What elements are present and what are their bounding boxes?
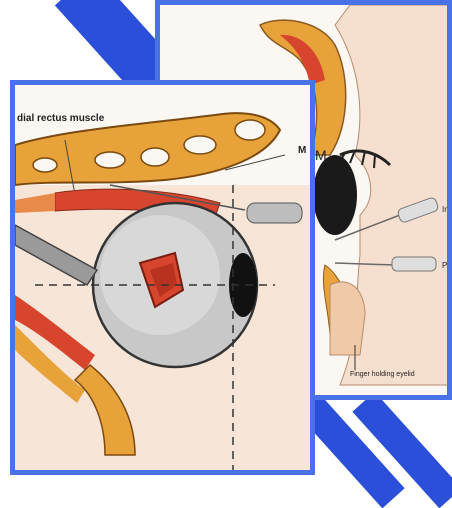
back-top-partial-label: M xyxy=(315,147,327,163)
front-side-partial-label: M xyxy=(298,145,306,156)
front-illustration-card: dial rectus muscle M xyxy=(10,80,315,475)
back-syringe-1-partial-label: In xyxy=(442,205,449,214)
front-illustration xyxy=(15,85,315,475)
muscle-label: dial rectus muscle xyxy=(17,113,104,124)
finger-caption-label: Finger holding eyelid xyxy=(350,371,415,378)
back-syringe-2-partial-label: P xyxy=(442,261,447,270)
